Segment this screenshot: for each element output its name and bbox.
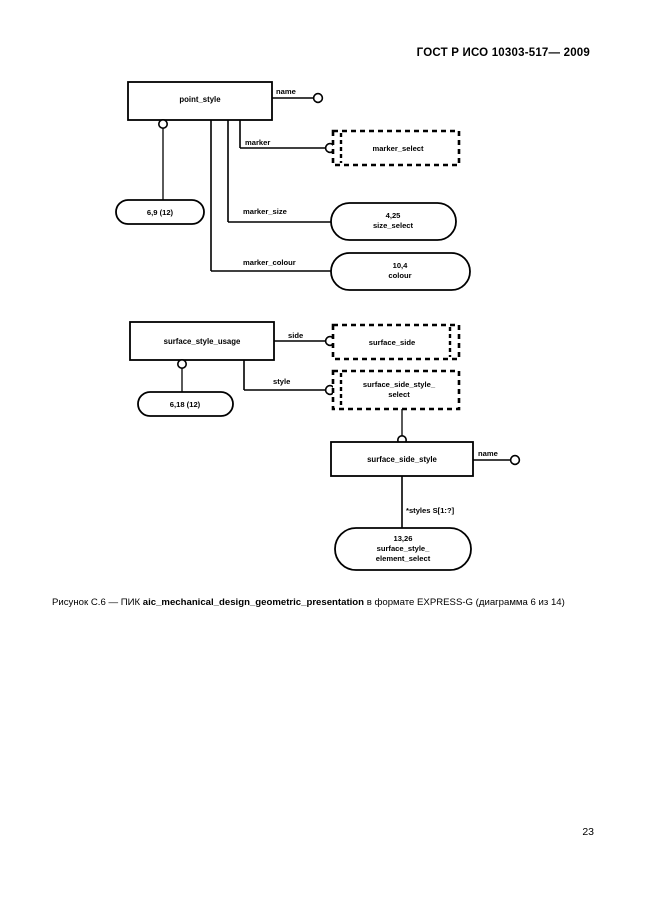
enum-box-surface-side <box>331 323 461 361</box>
page-ref-box-13-26 <box>334 527 472 571</box>
page-ref-label-10-4-line1: 10,4 <box>393 261 409 270</box>
label-attr-style: style <box>273 377 290 386</box>
document-header-standard-number: ГОСТ Р ИСО 10303-517— 2009 <box>416 47 590 59</box>
label-attr-styles: *styles S[1:?] <box>406 506 455 515</box>
circle-attribute-name-point-style <box>312 92 324 104</box>
entity-label-point-style: point_style <box>179 95 221 104</box>
figure-caption-prefix: Рисунок С.6 — ПИК <box>52 597 143 608</box>
enum-label-surface-side: surface_side <box>369 338 415 347</box>
figure-caption-suffix: в формате EXPRESS-G (диаграмма 6 из 14) <box>364 597 565 608</box>
page-ref-label-6-9: 6,9 (12) <box>147 208 174 217</box>
entity-box-point-style <box>127 81 273 121</box>
circle-supertype-point-style <box>158 119 169 130</box>
page-ref-box-6-9 <box>115 199 205 225</box>
label-attr-marker-size: marker_size <box>243 207 287 216</box>
page-ref-label-6-18: 6,18 (12) <box>170 400 201 409</box>
page-ref-label-13-26-line3: element_select <box>376 554 431 563</box>
circle-attribute-name-surface-side-style <box>509 454 521 466</box>
page-ref-box-10-4 <box>330 252 471 291</box>
page-ref-label-10-4-line2: colour <box>388 271 411 280</box>
select-label-surface-side-style-select-line2: select <box>388 390 410 399</box>
page-ref-label-13-26-line1: 13,26 <box>393 534 412 543</box>
label-attr-marker-colour: marker_colour <box>243 258 296 267</box>
select-box-marker-select <box>331 129 461 167</box>
select-label-marker-select: marker_select <box>372 144 424 153</box>
label-attr-name-surface-side-style: name <box>478 449 498 458</box>
page-ref-label-13-26-line2: surface_style_ <box>377 544 431 553</box>
page-ref-label-4-25-line1: 4,25 <box>386 211 402 220</box>
figure-caption: Рисунок С.6 — ПИК aic_mechanical_design_… <box>52 596 612 609</box>
entity-label-surface-side-style: surface_side_style <box>367 455 437 464</box>
select-label-surface-side-style-select-line1: surface_side_style_ <box>363 380 436 389</box>
page-ref-box-6-18 <box>137 391 234 417</box>
express-g-diagram-canvas: name point_style 6,9 (12) marker marker_… <box>115 81 521 571</box>
entity-box-surface-side-style <box>330 441 474 477</box>
page-number: 23 <box>582 826 594 838</box>
label-attr-side: side <box>288 331 303 340</box>
select-box-surface-side-style-select <box>331 369 461 411</box>
circle-supertype-surface-style-usage <box>177 358 188 369</box>
label-attr-marker: marker <box>245 138 270 147</box>
label-attr-name-point-style: name <box>276 87 296 96</box>
figure-caption-schema-name: aic_mechanical_design_geometric_presenta… <box>142 597 365 608</box>
entity-label-surface-style-usage: surface_style_usage <box>164 337 241 346</box>
page-ref-label-4-25-line2: size_select <box>373 221 414 230</box>
page-ref-box-4-25 <box>330 202 457 241</box>
express-g-diagram: name point_style 6,9 (12) marker marker_… <box>115 81 521 571</box>
